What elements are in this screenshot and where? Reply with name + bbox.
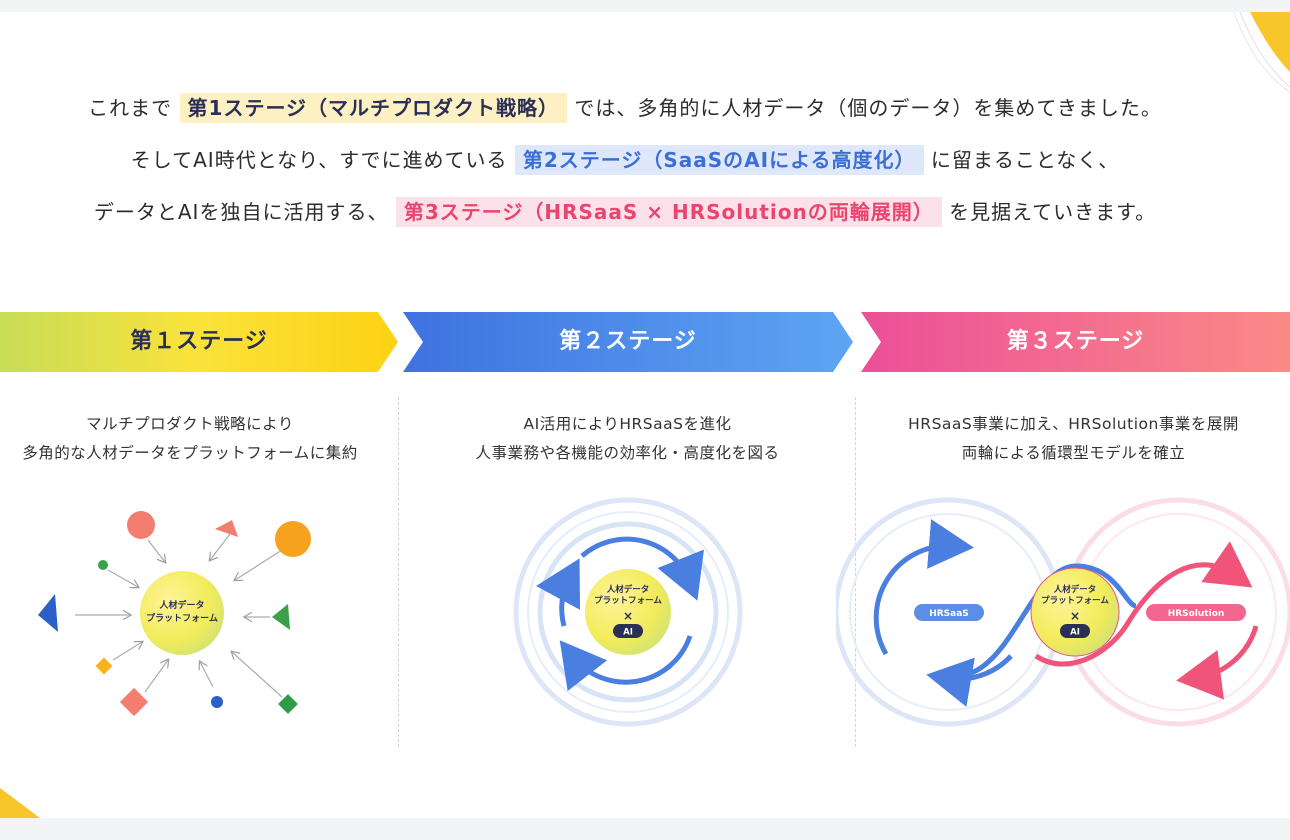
column-divider [398, 397, 399, 747]
slide: これまで 第1ステージ（マルチプロダクト戦略） では、多角的に人材データ（個のデ… [0, 12, 1290, 818]
platform-circle [140, 571, 224, 655]
data-cone-icon [272, 604, 290, 630]
svg-text:HRSaaS: HRSaaS [929, 609, 969, 619]
svg-text:×: × [1070, 609, 1080, 623]
data-pyramid-icon [215, 520, 238, 537]
stage2-title: 第２ステージ [559, 329, 697, 354]
intro-line-3: データとAIを独自に活用する、 第3ステージ（HRSaaS × HRSoluti… [0, 196, 1250, 227]
svg-text:プラットフォーム: プラットフォーム [1041, 595, 1109, 606]
corner-decoration [1230, 12, 1290, 92]
hrsolution-badge [1146, 604, 1246, 621]
stage2-diagram: 人材データ プラットフォーム × AI [513, 497, 743, 727]
data-dot-icon [98, 560, 108, 570]
svg-text:人材データ: 人材データ [1054, 584, 1097, 595]
data-diamond-icon [119, 687, 149, 717]
stage2-banner: 第２ステージ [403, 312, 853, 372]
cycle-arrow [559, 635, 693, 692]
svg-text:人材データ: 人材データ [607, 584, 650, 595]
data-diamond-icon [95, 657, 113, 675]
intro-line-1: これまで 第1ステージ（マルチプロダクト戦略） では、多角的に人材データ（個のデ… [0, 92, 1250, 123]
stage1-highlight: 第1ステージ（マルチプロダクト戦略） [179, 93, 568, 123]
platform-circle [1030, 567, 1120, 657]
data-dot-icon [211, 696, 223, 708]
platform-label: プラットフォーム [146, 612, 218, 624]
data-cone-icon [38, 594, 58, 632]
stage1-description: マルチプロダクト戦略により 多角的な人材データをプラットフォームに集約 [22, 415, 358, 462]
svg-text:AI: AI [623, 628, 633, 638]
stage1-banner: 第１ステージ [0, 312, 398, 372]
hrsolution-loop-arrow [1176, 625, 1259, 700]
collection-arrows [75, 533, 283, 698]
stage3-description: HRSaaS事業に加え、HRSolution事業を展開 両輪による循環型モデルを… [908, 415, 1239, 462]
stage2-highlight: 第2ステージ（SaaSのAIによる高度化） [514, 145, 924, 175]
stage1-diagram: 人材データ プラットフォーム [38, 511, 311, 717]
ai-badge [1060, 624, 1090, 638]
svg-text:AI: AI [1070, 628, 1080, 638]
intro-line-2: そしてAI時代となり、すでに進めている 第2ステージ（SaaSのAIによる高度化… [0, 144, 1250, 175]
stage1-title: 第１ステージ [130, 329, 268, 354]
column-divider [855, 397, 856, 747]
svg-text:HRSolution: HRSolution [1168, 609, 1225, 619]
corner-decoration [0, 778, 60, 818]
data-circle-icon [127, 511, 155, 539]
hrsaas-badge [914, 604, 984, 621]
cycle-arrow [536, 558, 581, 627]
stage2-description: AI活用によりHRSaaSを進化 人事業務や各機能の効率化・高度化を図る [475, 415, 780, 462]
hrsaas-loop-arrow [926, 654, 1013, 707]
hrsaas-loop-arrow [873, 519, 974, 656]
platform-label: 人材データ [158, 599, 204, 611]
hrsolution-loop-arrow [1034, 541, 1253, 667]
cycle-arrow [580, 536, 704, 601]
stage3-diagram: HRSaaS HRSolution 人材データ プラットフォーム × AI [836, 497, 1290, 727]
ai-badge [613, 624, 643, 638]
stage3-title: 第３ステージ [1006, 329, 1145, 354]
svg-text:×: × [623, 609, 633, 623]
data-sphere-icon [275, 521, 311, 557]
svg-text:プラットフォーム: プラットフォーム [594, 595, 662, 606]
stage3-banner: 第３ステージ [861, 312, 1290, 372]
platform-circle [585, 569, 671, 655]
stage3-highlight: 第3ステージ（HRSaaS × HRSolutionの両輪展開） [395, 197, 942, 227]
data-diamond-icon [278, 694, 298, 714]
